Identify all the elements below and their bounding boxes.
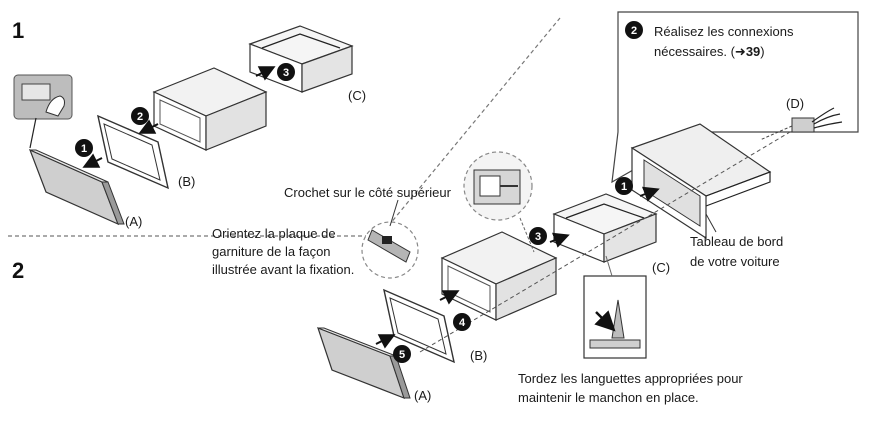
press-button-icon bbox=[13, 74, 73, 149]
tabs-note-line1: Tordez les languettes appropriées pour bbox=[518, 371, 743, 386]
part-label-a-step1: (A) bbox=[125, 214, 142, 229]
orient-note-line1: Orientez la plaque de bbox=[212, 226, 336, 241]
dashboard-leader bbox=[705, 213, 717, 233]
dashboard-note-line2: de votre voiture bbox=[690, 254, 780, 269]
svg-text:1: 1 bbox=[81, 143, 87, 155]
sleeve-step2 bbox=[552, 193, 658, 263]
callout-ref: 39 bbox=[746, 44, 760, 59]
badge-3-step2: 3 bbox=[529, 227, 547, 245]
callout-arrow-glyph: ➜ bbox=[735, 44, 746, 59]
badge-2-step1: 2 bbox=[131, 107, 149, 125]
svg-text:5: 5 bbox=[399, 349, 405, 361]
arrow-3-step2 bbox=[549, 232, 570, 248]
insertion-guide bbox=[419, 131, 791, 353]
callout-text-line2: nécessaires. (➜39) bbox=[654, 44, 765, 59]
svg-text:1: 1 bbox=[621, 181, 627, 193]
badge-1-step1: 1 bbox=[75, 139, 93, 157]
car-dashboard bbox=[630, 123, 772, 240]
unit-body-step2 bbox=[440, 231, 558, 321]
step-number-1: 1 bbox=[12, 18, 24, 43]
arrow-1-step1 bbox=[82, 153, 103, 168]
faceplate-step1 bbox=[28, 148, 125, 226]
part-label-c-step1: (C) bbox=[348, 88, 366, 103]
part-label-a-step2: (A) bbox=[414, 388, 431, 403]
trim-plate-step2 bbox=[383, 288, 455, 364]
hook-leader bbox=[389, 199, 399, 227]
arrow-2-step1 bbox=[138, 119, 159, 134]
unit-body-step1 bbox=[152, 67, 268, 151]
connector-d bbox=[759, 107, 843, 141]
svg-text:4: 4 bbox=[459, 317, 466, 329]
part-label-d: (D) bbox=[786, 96, 804, 111]
arrow-1-step2 bbox=[639, 186, 660, 202]
orient-note-line3: illustrée avant la fixation. bbox=[212, 262, 354, 277]
latch-detail-magnifier bbox=[463, 151, 535, 253]
part-label-b-step2: (B) bbox=[470, 348, 487, 363]
svg-text:3: 3 bbox=[535, 231, 541, 243]
dashboard-note-line1: Tableau de bord bbox=[690, 234, 783, 249]
callout-text-prefix: nécessaires. ( bbox=[654, 44, 736, 59]
badge-1-step2: 1 bbox=[615, 177, 633, 195]
sleeve-step1 bbox=[248, 25, 354, 93]
hook-note: Crochet sur le côté supérieur bbox=[284, 185, 452, 200]
trim-plate-step1 bbox=[97, 114, 169, 190]
callout-text-close: ) bbox=[760, 44, 764, 59]
part-label-b-step1: (B) bbox=[178, 174, 195, 189]
part-label-c-step2: (C) bbox=[652, 260, 670, 275]
svg-text:2: 2 bbox=[137, 111, 143, 123]
badge-3-step1: 3 bbox=[277, 63, 295, 81]
step-number-2: 2 bbox=[12, 258, 24, 283]
tabs-note-line2: maintenir le manchon en place. bbox=[518, 390, 699, 405]
svg-text:2: 2 bbox=[631, 25, 637, 37]
arrow-3-step1 bbox=[255, 66, 276, 81]
orient-note-line2: garniture de la façon bbox=[212, 244, 331, 259]
tab-detail-box bbox=[583, 255, 647, 359]
arrow-4-step2 bbox=[439, 290, 460, 305]
badge-callout: 2 bbox=[625, 21, 643, 39]
badge-5-step2: 5 bbox=[393, 345, 411, 363]
svg-text:3: 3 bbox=[283, 67, 289, 79]
faceplate-step2 bbox=[317, 326, 411, 400]
badge-4-step2: 4 bbox=[453, 313, 471, 331]
hook-detail-magnifier bbox=[361, 221, 419, 279]
callout-text-line1: Réalisez les connexions bbox=[654, 24, 794, 39]
arrow-5-step2 bbox=[375, 334, 396, 349]
